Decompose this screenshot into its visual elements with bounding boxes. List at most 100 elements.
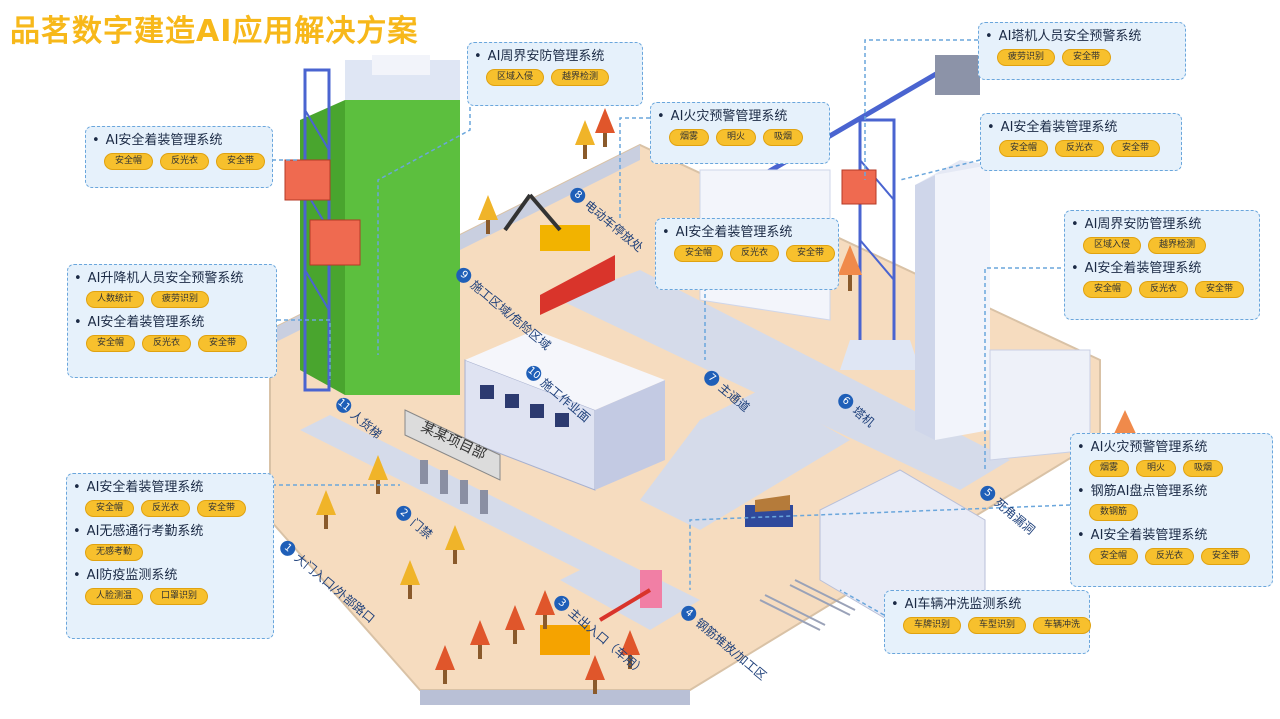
autumn-trees [316, 108, 1138, 694]
system-title: AI车辆冲洗监测系统 [899, 596, 1081, 614]
turnstiles [420, 460, 488, 514]
feature-tag: 吸烟 [1183, 460, 1224, 477]
feature-tag: 越界检测 [1148, 237, 1207, 254]
feature-tag: 车牌识别 [903, 617, 962, 634]
road-entry [560, 555, 700, 630]
feature-tag: 吸烟 [763, 129, 804, 146]
feature-tag: 安全带 [1201, 548, 1251, 565]
system-title: AI火灾预警管理系统 [1085, 439, 1264, 457]
gate-post [640, 570, 662, 608]
feature-tag: 反光衣 [1055, 140, 1105, 157]
feature-tags: 数钢筋 [1089, 504, 1264, 521]
feature-tags: 无感考勤 [85, 544, 265, 561]
system-title: AI安全着装管理系统 [82, 314, 268, 332]
panel-fire-rebar: AI火灾预警管理系统烟雾明火吸烟钢筋AI盘点管理系统数钢筋AI安全着装管理系统安… [1070, 433, 1273, 587]
feature-tag: 反光衣 [142, 335, 192, 352]
white-tower-front [935, 165, 990, 440]
feature-tag: 安全带 [786, 245, 836, 262]
feature-tag: 数钢筋 [1089, 504, 1139, 521]
feature-tags: 安全帽反光衣安全带 [999, 140, 1173, 157]
feature-tags: 区域入侵越界检测 [1083, 237, 1251, 254]
feature-tag: 区域入侵 [486, 69, 545, 86]
system-title: AI火灾预警管理系统 [665, 108, 821, 126]
system-title: AI升降机人员安全预警系统 [82, 270, 268, 288]
hoist-cage-upper [284, 159, 331, 201]
feature-tag: 反光衣 [160, 153, 210, 170]
feature-tag: 安全帽 [674, 245, 724, 262]
system-title: AI无感通行考勤系统 [81, 523, 265, 541]
feature-tag: 安全带 [216, 153, 266, 170]
site-wall-front [420, 690, 690, 705]
feature-tag: 烟雾 [669, 129, 710, 146]
panel-hoist: AI升降机人员安全预警系统人数统计疲劳识别AI安全着装管理系统安全帽反光衣安全带 [67, 264, 277, 378]
feature-tag: 安全帽 [999, 140, 1049, 157]
feature-tag: 疲劳识别 [151, 291, 210, 308]
feature-tag: 明火 [1136, 460, 1177, 477]
feature-tag: 口罩识别 [150, 588, 209, 605]
feature-tag: 人脸测温 [85, 588, 144, 605]
crane-base [840, 340, 920, 370]
feature-tag: 安全带 [198, 335, 248, 352]
feature-tags: 安全帽反光衣安全带 [86, 335, 268, 352]
feature-tags: 区域入侵越界检测 [486, 69, 634, 86]
feature-tags: 车牌识别车型识别车辆冲洗 [903, 617, 1092, 634]
feature-tag: 疲劳识别 [997, 49, 1056, 66]
system-title: AI安全着装管理系统 [100, 132, 264, 150]
system-title: AI安全着装管理系统 [1085, 527, 1264, 545]
feature-tags: 人脸测温口罩识别 [85, 588, 265, 605]
site-office-side [595, 380, 665, 490]
feature-tag: 车辆冲洗 [1033, 617, 1092, 634]
feature-tag: 反光衣 [730, 245, 780, 262]
main-road [560, 270, 1010, 490]
feature-tag: 安全帽 [86, 335, 136, 352]
feature-tags: 安全帽反光衣安全带 [1089, 548, 1264, 565]
feature-tag: 安全帽 [1089, 548, 1139, 565]
system-title: AI安全着装管理系统 [995, 119, 1173, 137]
feature-tags: 安全帽反光衣安全带 [674, 245, 836, 262]
system-title: AI周界安防管理系统 [482, 48, 634, 66]
crane-counterweight [935, 55, 980, 95]
feature-tag: 无感考勤 [85, 544, 144, 561]
feature-tag: 烟雾 [1089, 460, 1130, 477]
feature-tag: 区域入侵 [1083, 237, 1142, 254]
site-office-roof [465, 330, 665, 410]
feature-tags: 安全帽反光衣安全带 [1083, 281, 1251, 298]
system-title: AI防疫监测系统 [81, 567, 265, 585]
feature-tag: 安全帽 [85, 500, 135, 517]
hoist-cage-lower [309, 219, 361, 266]
white-tower-roof [915, 160, 990, 185]
feature-tags: 安全帽反光衣安全带 [85, 500, 265, 517]
feature-tag: 人数统计 [86, 291, 145, 308]
feature-tags: 烟雾明火吸烟 [1089, 460, 1264, 477]
feature-tag: 反光衣 [1139, 281, 1189, 298]
system-title: AI安全着装管理系统 [1079, 260, 1251, 278]
feature-tag: 安全带 [1111, 140, 1161, 157]
system-title: AI塔机人员安全预警系统 [993, 28, 1177, 46]
rebar-stack [759, 579, 856, 631]
green-building-roof-top [372, 55, 430, 75]
white-tower-side [915, 175, 935, 440]
feature-tag: 安全带 [1062, 49, 1112, 66]
system-title: AI安全着装管理系统 [81, 479, 265, 497]
